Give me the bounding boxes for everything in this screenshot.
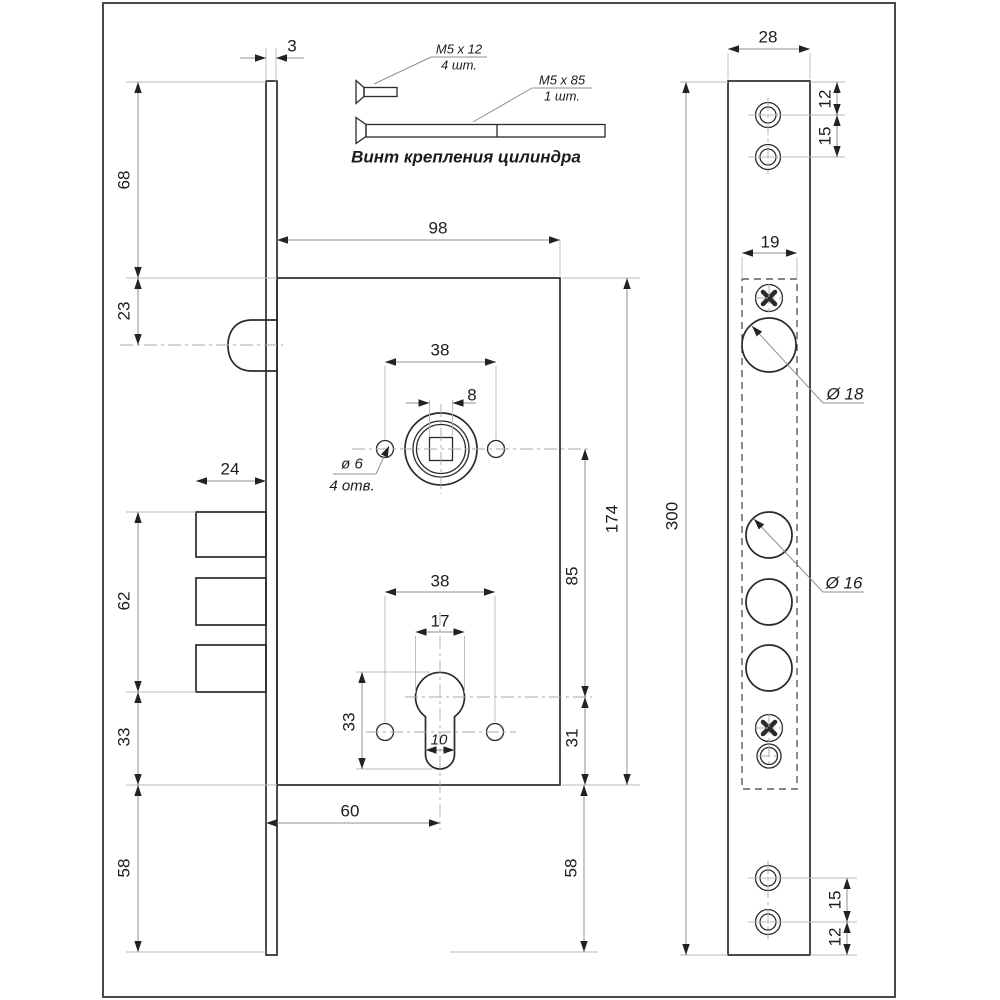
drawing-frame	[102, 2, 896, 998]
note-hole-dia: ø 6	[341, 456, 363, 473]
dim-centers: 85	[563, 567, 582, 586]
dim-cutout-width: 19	[761, 233, 780, 252]
bolt-hole-2	[745, 578, 793, 626]
caption-cylinder-screw: Винт крепления цилиндра	[351, 148, 581, 167]
dim-body-to-latch: 23	[115, 302, 134, 321]
dim-plate-height: 300	[663, 502, 682, 530]
dim-top-spacing: 15	[816, 127, 835, 146]
labels: 3 68 23 24 62 33 58 98 38 8 ø 6 4 отв. 1…	[115, 28, 864, 947]
dim-body-height: 174	[603, 505, 622, 533]
dim-slot-width: 10	[431, 732, 448, 749]
extension-lines	[126, 48, 857, 956]
faceplate-cutout	[741, 278, 798, 790]
label-screw-small: M5 x 12	[436, 42, 483, 57]
centerlines	[120, 98, 783, 939]
dim-backset: 60	[341, 802, 360, 821]
dim-square-size: 8	[467, 386, 476, 405]
dim-top-to-body: 68	[115, 171, 134, 190]
deadbolt-3	[195, 644, 267, 693]
deadbolt-2	[195, 577, 267, 626]
screw-m5x12	[355, 79, 398, 105]
dim-bolt-to-bottom: 33	[115, 728, 134, 747]
latch-bolt	[227, 319, 277, 372]
latch-hole	[741, 317, 797, 373]
side-view	[195, 80, 561, 956]
screw-m5x85	[355, 116, 606, 145]
dim-handle-span: 38	[431, 341, 450, 360]
lock-body	[276, 277, 561, 786]
screws-illustration	[355, 56, 606, 145]
dim-bolt-group-height: 62	[115, 592, 134, 611]
dim-cylinder-span: 38	[431, 572, 450, 591]
dim-bottom-left: 58	[115, 859, 134, 878]
deadbolt-1	[195, 511, 267, 558]
dim-body-width: 98	[429, 219, 448, 238]
dim-top-offset: 12	[816, 90, 835, 109]
dim-cylinder-width: 17	[431, 612, 450, 631]
front-view	[727, 80, 811, 956]
dim-cylinder-to-bottom: 31	[563, 729, 582, 748]
dim-plate-thickness: 3	[287, 37, 296, 56]
faceplate-front	[727, 80, 811, 956]
dim-bottom-spacing: 15	[826, 891, 845, 910]
bolt-hole-1	[745, 511, 793, 559]
dim-bottom-offset: 12	[826, 928, 845, 947]
dim-keyhole-height: 33	[340, 713, 359, 732]
dim-bottom-right: 58	[562, 859, 581, 878]
label-screw-long: M5 x 85	[539, 73, 586, 88]
label-latch-hole-dia: Ø 18	[826, 385, 864, 404]
dim-plate-width: 28	[759, 28, 778, 47]
label-screw-small-qty: 4 шт.	[441, 58, 477, 73]
faceplate-edge	[265, 80, 278, 956]
dim-bolt-throw: 24	[221, 460, 240, 479]
label-screw-long-qty: 1 шт.	[544, 89, 580, 104]
dimension-lines	[134, 45, 864, 955]
bolt-hole-3	[745, 644, 793, 692]
label-bolt-hole-dia: Ø 16	[825, 574, 863, 593]
note-hole-qty: 4 отв.	[329, 478, 374, 495]
